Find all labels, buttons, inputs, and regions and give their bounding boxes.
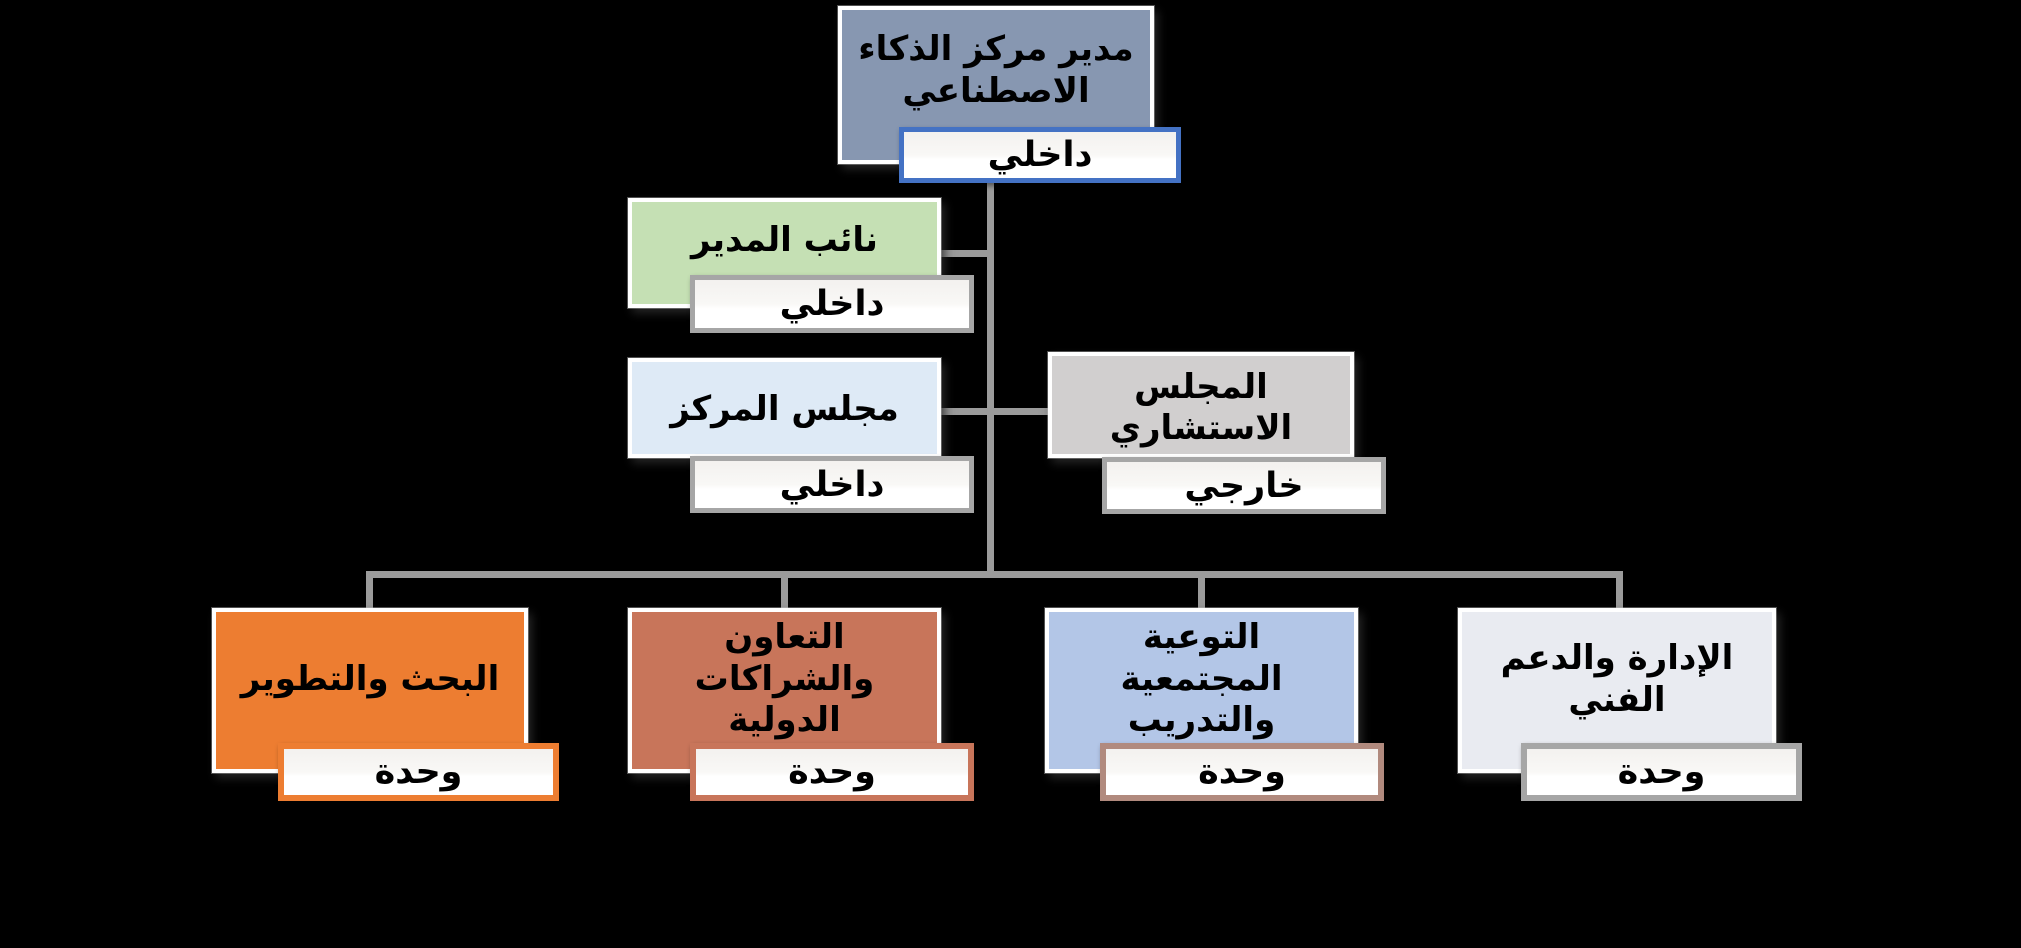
org-node-advisory: المجلس الاستشاري bbox=[1048, 352, 1354, 458]
org-node-council-title: مجلس المركز bbox=[670, 389, 899, 430]
org-node-awareness-badge: وحدة bbox=[1100, 743, 1384, 801]
org-node-director-badge: داخلي bbox=[899, 127, 1181, 183]
org-node-council: مجلس المركز bbox=[628, 358, 941, 458]
org-node-advisory-badge: خارجي bbox=[1102, 457, 1386, 514]
org-node-admin-badge: وحدة bbox=[1521, 743, 1802, 801]
connector-distribution-bar bbox=[366, 571, 1623, 578]
connector-branch-council-advisory bbox=[941, 408, 1051, 415]
org-node-director-title: مدير مركز الذكاء الاصطناعي bbox=[858, 29, 1134, 111]
org-node-admin-title: الإدارة والدعم الفني bbox=[1500, 638, 1734, 720]
org-node-intl-badge: وحدة bbox=[690, 743, 974, 801]
org-node-council-badge: داخلي bbox=[690, 456, 974, 513]
org-node-intl-title: التعاون والشراكات الدولية bbox=[694, 617, 875, 741]
org-node-rnd-badge: وحدة bbox=[278, 743, 559, 801]
connector-drop-awareness bbox=[1198, 578, 1205, 612]
connector-trunk bbox=[987, 183, 994, 575]
org-node-awareness-title: التوعية المجتمعية والتدريب bbox=[1120, 617, 1283, 741]
connector-drop-rnd bbox=[366, 578, 373, 612]
org-node-rnd-title: البحث والتطوير bbox=[240, 658, 500, 699]
connector-drop-intl bbox=[781, 578, 788, 612]
connector-branch-deputy bbox=[941, 250, 990, 257]
org-node-deputy-badge: داخلي bbox=[690, 275, 974, 333]
org-node-deputy-title: نائب المدير bbox=[691, 219, 878, 260]
connector-drop-admin bbox=[1616, 578, 1623, 612]
org-node-advisory-title: المجلس الاستشاري bbox=[1109, 366, 1293, 448]
